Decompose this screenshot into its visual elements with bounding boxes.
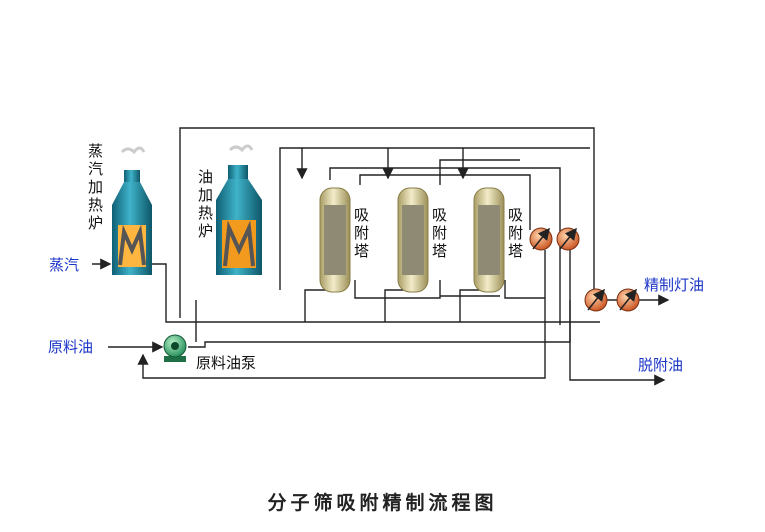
desorbed-oil-label: 脱附油 — [638, 356, 684, 374]
adsorption-towers — [319, 187, 505, 293]
feed-pump — [163, 334, 187, 362]
diagram-title: 分子筛吸附精制流程图 — [267, 492, 498, 514]
feed-oil-label: 原料油 — [48, 338, 94, 356]
tower-2-label: 吸附塔 — [432, 206, 448, 260]
tower-3-label: 吸附塔 — [508, 206, 524, 260]
feed-pump-label: 原料油泵 — [196, 354, 257, 372]
refined-oil-label: 精制灯油 — [644, 276, 705, 294]
steam-furnace — [112, 146, 152, 275]
oil-furnace — [216, 144, 262, 275]
steam-furnace-label: 蒸汽加热炉 — [88, 142, 104, 232]
steam-inlet-label: 蒸汽 — [49, 256, 80, 274]
heat-exchangers — [529, 227, 640, 312]
oil-furnace-label: 油加热炉 — [198, 168, 214, 240]
tower-1-label: 吸附塔 — [354, 206, 370, 260]
